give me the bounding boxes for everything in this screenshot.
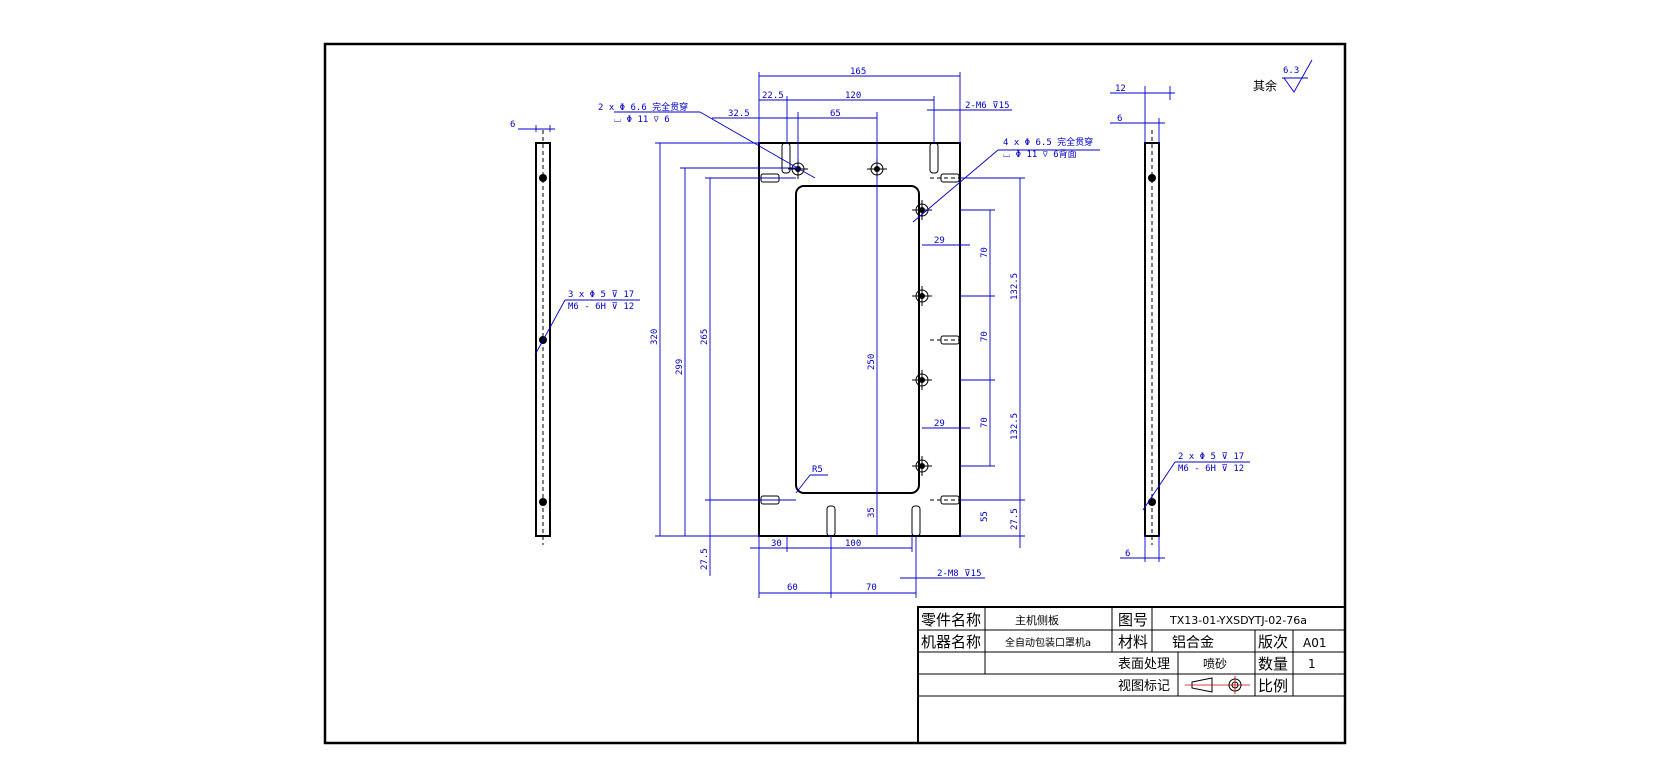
callout-2x66-line1: 2 x Φ 6.6 完全贯穿 (598, 101, 688, 113)
dim-70-c: 70 (980, 417, 990, 428)
left-side-view: 6 3 x Φ 5 ⊽ 17 M6 - 6H ⊽ 12 (510, 120, 640, 545)
tb-material-label: 材料 (1118, 633, 1148, 651)
left-thread-callout-1: 3 x Φ 5 ⊽ 17 (568, 290, 634, 300)
tb-quantity: 1 (1308, 657, 1316, 671)
callout-m6: 2-M6 ⊽15 (965, 101, 1010, 111)
tb-quantity-label: 数量 (1258, 655, 1288, 673)
dim-29-b: 29 (934, 419, 945, 429)
sheet-border (323, 42, 1347, 745)
tb-revision-label: 版次 (1258, 633, 1288, 651)
projection-symbol-icon (1185, 676, 1250, 694)
tb-material: 铝合金 (1172, 635, 1214, 651)
dim-299: 299 (675, 359, 685, 375)
dim-r5: R5 (812, 465, 823, 475)
hole-right-1 (912, 200, 932, 220)
right-thread-callout-2: M6 - 6H ⊽ 12 (1178, 464, 1244, 474)
right-view-dim-6-bottom: 6 (1125, 549, 1130, 559)
dim-65: 65 (830, 109, 841, 119)
title-block: 零件名称 主机侧板 图号 TX13-01-YXSDYTJ-02-76a 机器名称… (917, 606, 1346, 744)
tb-surface: 喷砂 (1203, 657, 1227, 671)
callout-4x65-line1: 4 x Φ 6.5 完全贯穿 (1003, 136, 1093, 148)
dim-320: 320 (650, 329, 660, 345)
dim-60: 60 (787, 583, 798, 593)
hole-right-3 (912, 370, 932, 390)
hole-right-2 (912, 286, 932, 306)
tb-drawing-no: TX13-01-YXSDYTJ-02-76a (1169, 614, 1307, 627)
dim-165: 165 (850, 67, 866, 77)
tb-revision: A01 (1303, 636, 1326, 650)
right-thread-callout-1: 2 x Φ 5 ⊽ 17 (1178, 452, 1244, 462)
dim-70-a: 70 (980, 247, 990, 258)
dim-250: 250 (867, 354, 877, 370)
dim-70-bottom: 70 (866, 583, 877, 593)
left-thread-callout-2: M6 - 6H ⊽ 12 (568, 302, 634, 312)
tb-part-name-label: 零件名称 (921, 611, 981, 629)
dim-35: 35 (867, 507, 877, 518)
dim-22-5: 22.5 (762, 91, 784, 101)
tb-machine-name-label: 机器名称 (921, 633, 981, 651)
dim-27-5-bottom: 27.5 (700, 548, 710, 570)
tb-surface-label: 表面处理 (1118, 657, 1170, 672)
dim-55: 55 (980, 511, 990, 522)
tb-view-mark-label: 视图标记 (1118, 679, 1170, 694)
dim-29-a: 29 (934, 236, 945, 246)
dim-265: 265 (700, 329, 710, 345)
dim-120: 120 (845, 91, 861, 101)
roughness-label: 其余 (1253, 78, 1277, 93)
right-view-dim-12: 12 (1115, 84, 1126, 94)
roughness-value: 6.3 (1283, 66, 1299, 76)
right-side-view: 12 6 6 2 x Φ 5 ⊽ 17 M6 - 6H ⊽ 12 (1110, 84, 1250, 562)
tb-drawing-no-label: 图号 (1118, 611, 1148, 629)
dim-30: 30 (771, 539, 782, 549)
dim-132-5-a: 132.5 (1010, 273, 1020, 300)
dim-32-5: 32.5 (728, 109, 750, 119)
dim-27-5-right: 27.5 (1010, 508, 1020, 530)
tb-machine-name: 全自动包装口罩机a (1005, 636, 1091, 649)
callout-m8: 2-M8 ⊽15 (937, 569, 982, 579)
right-view-dim-6-top: 6 (1117, 114, 1122, 124)
callout-4x65-line2: ⌴ Φ 11 ⊽ 6背面 (1003, 148, 1077, 160)
dim-100: 100 (845, 539, 861, 549)
left-view-width-dim: 6 (510, 120, 515, 130)
dim-70-b: 70 (980, 331, 990, 342)
tb-part-name: 主机侧板 (1015, 613, 1059, 627)
tb-scale-label: 比例 (1258, 677, 1288, 695)
hole-right-4 (912, 456, 932, 476)
callout-2x66-line2: ⌴ Φ 11 ⊽ 6 (614, 115, 670, 125)
dim-132-5-b: 132.5 (1010, 413, 1020, 440)
front-view: 165 22.5 120 32.5 65 2 x Φ 6.6 完全贯穿 ⌴ Φ … (598, 67, 1100, 598)
roughness-symbol: 其余 6.3 (1253, 59, 1313, 93)
